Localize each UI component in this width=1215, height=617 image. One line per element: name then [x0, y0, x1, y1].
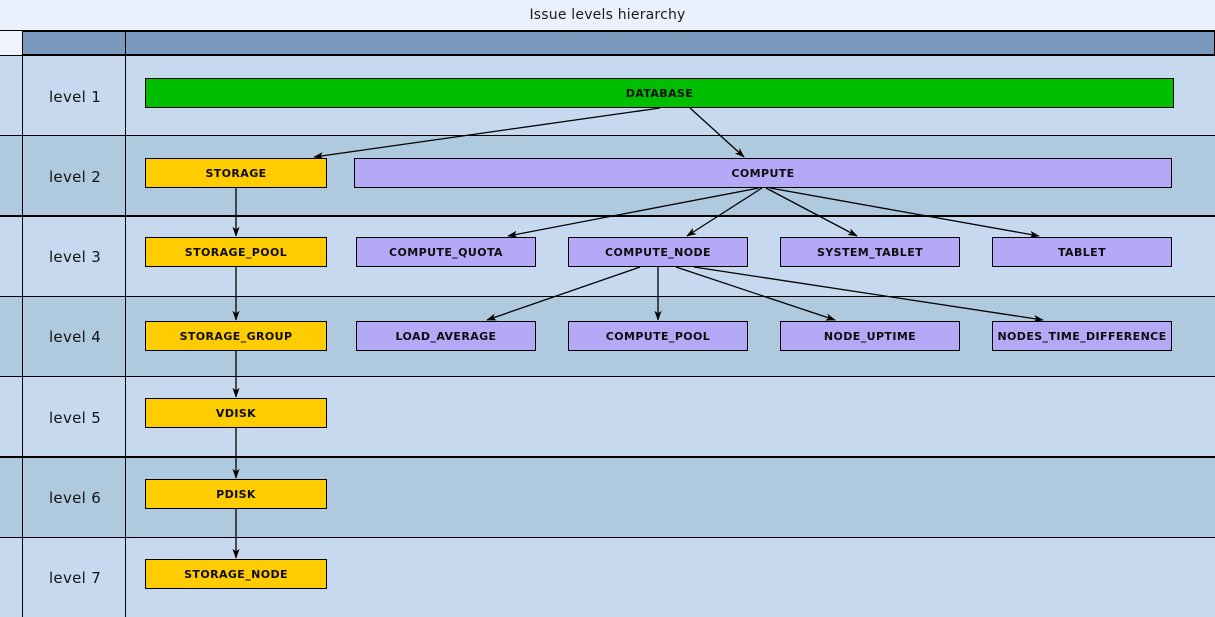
node-compute[interactable]: COMPUTE — [354, 158, 1172, 188]
node-compute-quota[interactable]: COMPUTE_QUOTA — [356, 237, 536, 267]
level-label: level 1 — [48, 87, 102, 106]
row-gutter-cell — [0, 536, 23, 617]
node-tablet[interactable]: TABLET — [992, 237, 1172, 267]
level-label-cell: level 2 — [22, 135, 126, 217]
level-label: level 2 — [48, 167, 102, 186]
level-label: level 4 — [48, 328, 102, 347]
row-gutter-cell — [0, 376, 23, 458]
node-node-uptime[interactable]: NODE_UPTIME — [780, 321, 960, 351]
node-compute-pool[interactable]: COMPUTE_POOL — [568, 321, 748, 351]
node-load-average[interactable]: LOAD_AVERAGE — [356, 321, 536, 351]
row-gutter-cell — [0, 215, 23, 297]
title-bar: Issue levels hierarchy — [0, 0, 1215, 31]
row-gutter-cell — [0, 135, 23, 217]
node-vdisk[interactable]: VDISK — [145, 398, 327, 428]
level-label: level 3 — [48, 248, 102, 267]
node-nodes-time-difference[interactable]: NODES_TIME_DIFFERENCE — [992, 321, 1172, 351]
node-storage-group[interactable]: STORAGE_GROUP — [145, 321, 327, 351]
level-label-cell: level 1 — [22, 55, 126, 136]
node-database[interactable]: DATABASE — [145, 78, 1174, 108]
row-gutter-cell — [0, 295, 23, 377]
level-label-cell: level 6 — [22, 456, 126, 538]
node-storage-node[interactable]: STORAGE_NODE — [145, 559, 327, 589]
node-storage[interactable]: STORAGE — [145, 158, 327, 188]
level-label-cell: level 5 — [22, 376, 126, 458]
level-label-cell: level 7 — [22, 536, 126, 617]
row-gutter-cell — [0, 456, 23, 538]
row-gutter-cell — [0, 55, 23, 136]
level-label-cell: level 3 — [22, 215, 126, 297]
node-pdisk[interactable]: PDISK — [145, 479, 327, 509]
header-band-level-column — [22, 31, 126, 55]
page-title: Issue levels hierarchy — [529, 7, 686, 23]
level-label: level 7 — [48, 569, 102, 588]
node-system-tablet[interactable]: SYSTEM_TABLET — [780, 237, 960, 267]
level-label: level 6 — [48, 489, 102, 507]
level-label-cell: level 4 — [22, 295, 126, 377]
level-label: level 5 — [48, 408, 102, 427]
node-compute-node[interactable]: COMPUTE_NODE — [568, 237, 748, 267]
header-band-content — [125, 31, 1215, 55]
node-storage-pool[interactable]: STORAGE_POOL — [145, 237, 327, 267]
